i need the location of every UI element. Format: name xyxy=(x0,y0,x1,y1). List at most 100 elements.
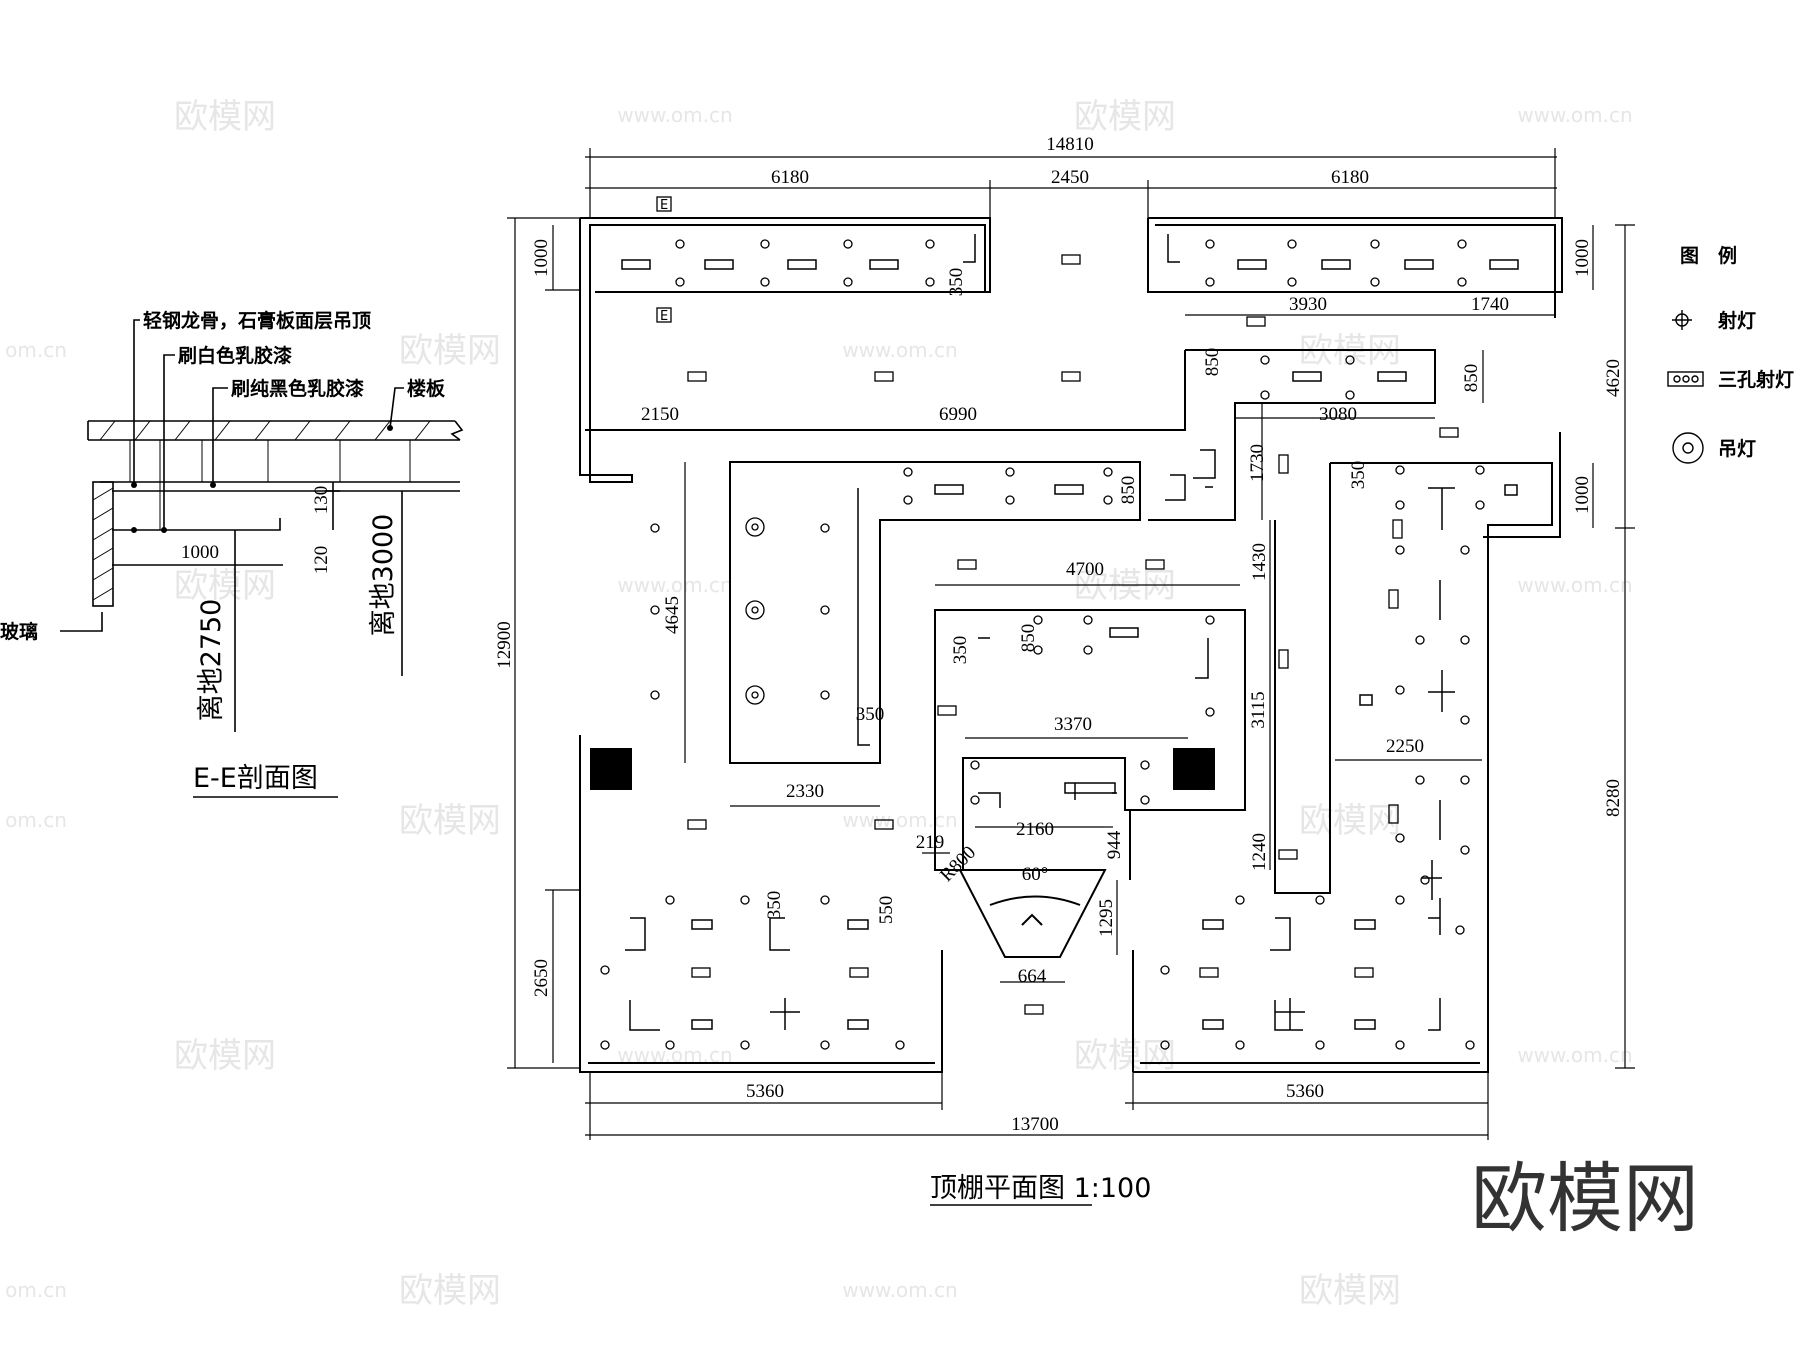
dim-550: 550 xyxy=(876,896,897,925)
dim-664: 664 xyxy=(1018,966,1047,987)
dim-bottom-total: 13700 xyxy=(1011,1114,1059,1135)
watermark-brand: 欧模网 xyxy=(399,801,501,841)
dim-2330: 2330 xyxy=(786,781,824,802)
dim-2160: 2160 xyxy=(1016,819,1054,840)
dim-3930: 3930 xyxy=(1289,294,1327,315)
legend-title: 图 例 xyxy=(1680,244,1737,267)
watermark-brand: 欧模网 xyxy=(174,97,276,137)
glass-hatch xyxy=(92,487,114,601)
legend-triple-spotlight-label: 三孔射灯 xyxy=(1718,368,1794,391)
watermark-url: www.om.cn xyxy=(1517,103,1632,127)
dim-right-1000a: 1000 xyxy=(1572,239,1593,277)
section-callout-3: 刷纯黑色乳胶漆 xyxy=(231,377,364,400)
slab-hatch xyxy=(99,420,431,441)
watermark-url: www.om.cn xyxy=(842,338,957,362)
section-callout-2: 刷白色乳胶漆 xyxy=(178,344,292,367)
watermark-short: om.cn xyxy=(5,1278,67,1302)
dim-top-mid: 2450 xyxy=(1051,167,1089,188)
plan-title: 顶棚平面图 1:100 xyxy=(930,1173,1151,1204)
legend: 图 例 射灯 三孔射灯 吊灯 xyxy=(1667,244,1794,464)
leader-1 xyxy=(133,319,140,485)
dim-4645: 4645 xyxy=(662,596,683,634)
section-marks: E E xyxy=(656,196,672,324)
section-glass-label: 玻璃 xyxy=(0,620,38,643)
dim-850-c: 850 xyxy=(1118,476,1139,505)
leader-3 xyxy=(212,387,228,485)
section-callout-4: 楼板 xyxy=(407,377,446,400)
plan-outline xyxy=(579,217,1563,1073)
dim-right-top: 4620 xyxy=(1603,359,1624,397)
dim-top-left: 6180 xyxy=(771,167,809,188)
section-title: E-E剖面图 xyxy=(193,763,318,794)
section-dots xyxy=(131,425,393,533)
hangers xyxy=(129,440,411,530)
section-dim-130: 130 xyxy=(311,486,332,515)
watermark-brand: 欧模网 xyxy=(399,331,501,371)
structural-column xyxy=(590,748,632,790)
dim-2150: 2150 xyxy=(641,404,679,425)
dim-right-1000b: 1000 xyxy=(1572,476,1593,514)
section-height-3000: 离地3000 xyxy=(368,514,399,637)
watermark-layer: 欧模网 www.om.cn 欧模网 www.om.cn om.cn 欧模网 ww… xyxy=(5,97,1699,1311)
dim-4700: 4700 xyxy=(1066,559,1104,580)
dim-60: 60° xyxy=(1022,864,1049,885)
watermark-brand: 欧模网 xyxy=(1299,801,1401,841)
watermark-url: www.om.cn xyxy=(842,808,957,832)
dim-850-d: 850 xyxy=(1018,624,1039,653)
structural-column xyxy=(1173,748,1215,790)
dim-top-total: 14810 xyxy=(1046,134,1094,155)
dim-bottom-right: 5360 xyxy=(1286,1081,1324,1102)
section-dim-1000: 1000 xyxy=(181,542,219,563)
dim-350-a: 350 xyxy=(946,268,967,297)
dim-1740: 1740 xyxy=(1471,294,1509,315)
dim-350-d: 350 xyxy=(856,704,885,725)
spotlights xyxy=(600,239,1485,1050)
section-callout-1: 轻钢龙骨，石膏板面层吊顶 xyxy=(143,309,371,332)
dim-left-bottom: 2650 xyxy=(531,959,552,997)
dim-3370: 3370 xyxy=(1054,714,1092,735)
dim-1295: 1295 xyxy=(1096,899,1117,937)
watermark-brand: 欧模网 xyxy=(399,1271,501,1311)
dim-3080: 3080 xyxy=(1319,404,1357,425)
glass-wall xyxy=(92,481,114,607)
watermark-brand: 欧模网 xyxy=(174,1036,276,1076)
watermark-short: om.cn xyxy=(5,338,67,362)
watermark-url: www.om.cn xyxy=(1517,1043,1632,1067)
section-height-2750: 离地2750 xyxy=(196,599,227,722)
svg-text:E: E xyxy=(660,309,668,324)
leader-4 xyxy=(389,387,404,429)
dim-944: 944 xyxy=(1104,830,1125,859)
dim-350-b: 350 xyxy=(1348,461,1369,490)
watermark-brand: 欧模网 xyxy=(1074,1036,1176,1076)
dim-1730: 1730 xyxy=(1247,444,1268,482)
watermark-logo: 欧模网 xyxy=(1471,1154,1699,1243)
dim-850-b: 850 xyxy=(1461,364,1482,393)
legend-pendant-label: 吊灯 xyxy=(1718,438,1756,460)
watermark-short: om.cn xyxy=(5,808,67,832)
watermark-url: www.om.cn xyxy=(842,1278,957,1302)
dim-1430: 1430 xyxy=(1249,543,1270,581)
dim-6990: 6990 xyxy=(939,404,977,425)
dim-bottom-left: 5360 xyxy=(746,1081,784,1102)
dim-219: 219 xyxy=(916,832,945,853)
triple-spotlights xyxy=(687,254,1459,1015)
watermark-brand: 欧模网 xyxy=(1299,1271,1401,1311)
break-line xyxy=(450,420,464,441)
section-dim-120: 120 xyxy=(311,546,332,575)
dim-350-c: 350 xyxy=(950,636,971,665)
dim-right-bottom: 8280 xyxy=(1603,779,1624,817)
watermark-brand: 欧模网 xyxy=(1074,566,1176,606)
leader-2 xyxy=(163,354,175,530)
triple-spotlight-legend-icon xyxy=(1667,371,1704,387)
dim-350-e: 350 xyxy=(764,891,785,920)
watermark-url: www.om.cn xyxy=(617,103,732,127)
watermark-brand: 欧模网 xyxy=(1074,97,1176,137)
dim-2250: 2250 xyxy=(1386,736,1424,757)
dim-850-a: 850 xyxy=(1202,348,1223,377)
dim-1240: 1240 xyxy=(1249,833,1270,871)
dim-3115: 3115 xyxy=(1248,691,1269,728)
watermark-url: www.om.cn xyxy=(617,573,732,597)
soffit-return xyxy=(112,518,281,531)
legend-spotlight-label: 射灯 xyxy=(1717,309,1756,332)
